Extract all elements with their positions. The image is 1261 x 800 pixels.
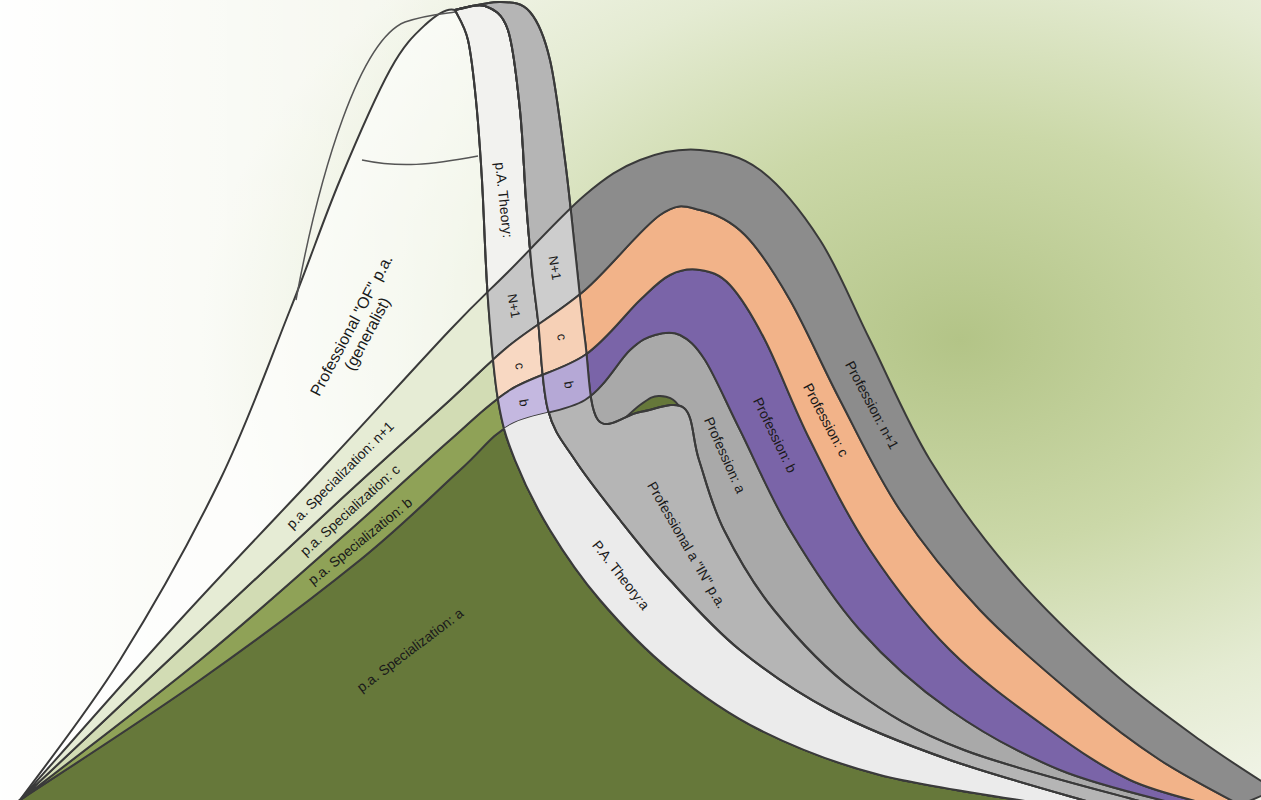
cell-label: N+1 (504, 293, 523, 319)
crossing-cell (20, 150, 1261, 800)
peak-line (296, 12, 455, 300)
cell-label: N+1 (545, 255, 564, 281)
in-outline (455, 2, 1154, 800)
crossing-cell (20, 206, 1240, 800)
crossing-cell (20, 269, 1210, 800)
peak-line (362, 156, 478, 165)
